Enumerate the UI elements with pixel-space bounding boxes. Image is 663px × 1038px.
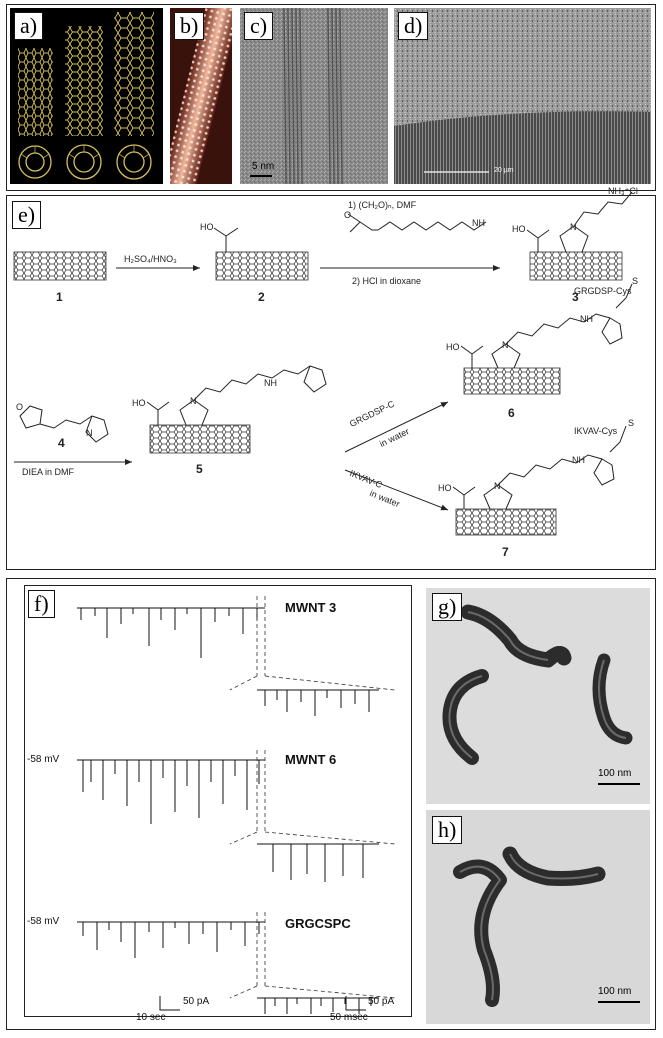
compound-5-ho: HO <box>132 398 146 408</box>
sem-array-graphic <box>394 8 651 184</box>
compound-5-label: 5 <box>196 462 203 476</box>
compound-6-peptide-label: GRGDSP-Cys <box>574 286 632 296</box>
trace-label-mwnt3: MWNT 3 <box>285 600 337 615</box>
panel-c-label: c) <box>244 12 274 40</box>
panel-c-tem-image: 5 nm <box>240 8 388 184</box>
compound-4-o: O <box>16 402 24 412</box>
panel-g-scale-label: 100 nm <box>598 768 632 779</box>
compound-7-label: 7 <box>502 545 509 559</box>
panel-h-scale-label: 100 nm <box>598 986 632 997</box>
compound-6-label: 6 <box>508 406 515 420</box>
tem-tubes-h-graphic <box>453 846 640 1007</box>
trace-label-grgcspc: GRGCSPC <box>285 916 351 931</box>
panel-g-tem-image: 100 nm <box>426 588 650 804</box>
compound-3-amine: NH₃⁺Cl <box>608 186 638 196</box>
panel-g-label: g) <box>432 593 463 621</box>
compound-2-label: 2 <box>258 290 265 304</box>
compound-3-n: N <box>570 222 577 232</box>
panel-e-label: e) <box>12 201 42 229</box>
tem-walls-graphic <box>240 8 388 184</box>
compound-7-ho: HO <box>438 483 452 493</box>
scale-time-short: 50 msec <box>330 1012 368 1023</box>
compound-1-label: 1 <box>56 290 63 304</box>
scale-time-long: 10 sec <box>136 1012 166 1023</box>
compound-5-n: N <box>190 396 197 406</box>
boc-reagent-o: O <box>344 210 352 220</box>
trace-label-mwnt6: MWNT 6 <box>285 752 337 767</box>
compound-3-label: 3 <box>572 290 579 304</box>
panel-b-label: b) <box>174 12 205 40</box>
compound-7-s: S <box>628 418 635 428</box>
compound-6-nh: NH <box>580 314 593 324</box>
panel-h-label: h) <box>432 816 463 844</box>
compound-4-label: 4 <box>58 436 65 450</box>
step1-reagent: H₂SO₄/HNO₃ <box>124 254 177 264</box>
nanotube-models-graphic <box>18 12 154 180</box>
compound-6-n: N <box>502 340 509 350</box>
tem-tubes-g-graphic <box>442 604 640 785</box>
current-traces-graphic <box>77 596 396 1014</box>
panel-d-scale-label: 20 µm <box>494 167 514 174</box>
panel-h-tem-image: 100 nm <box>426 810 650 1024</box>
scale-current-long: 50 pA <box>183 996 210 1007</box>
panel-f-label: f) <box>28 590 55 618</box>
compound-3-ho: HO <box>512 224 526 234</box>
compound-6-ho: HO <box>446 342 460 352</box>
panel-a-label: a) <box>14 12 44 40</box>
compound-4-n: N <box>86 428 93 438</box>
scale-current-short: 50 pA <box>368 996 395 1007</box>
trace2-voltage: -58 mV <box>27 754 60 765</box>
panel-d-label: d) <box>398 12 429 40</box>
trace3-voltage: -58 mV <box>27 916 60 927</box>
compound-6-s: S <box>632 276 639 286</box>
boc-reagent-nh: NH <box>472 218 485 228</box>
panel-f-current-traces: MWNT 3 MWNT 6 GRGCSPC -58 mV -58 mV <box>24 585 412 1017</box>
compound-7-peptide-label: IKVAV-Cys <box>574 426 618 436</box>
panel-c-scale-label: 5 nm <box>252 161 275 172</box>
compound-7-nh: NH <box>572 455 585 465</box>
compound-2-ho: HO <box>200 222 214 232</box>
stm-tube-graphic <box>170 8 232 184</box>
step2-reagent-b: 2) HCl in dioxane <box>352 276 422 286</box>
compound-5-nh: NH <box>264 378 277 388</box>
step3-reagent: DIEA in DMF <box>22 467 75 477</box>
step2-reagent-a: 1) (CH₂O)ₙ, DMF <box>348 200 417 210</box>
compound-7-n: N <box>494 481 501 491</box>
panel-d-sem-image: 20 µm <box>394 8 651 184</box>
